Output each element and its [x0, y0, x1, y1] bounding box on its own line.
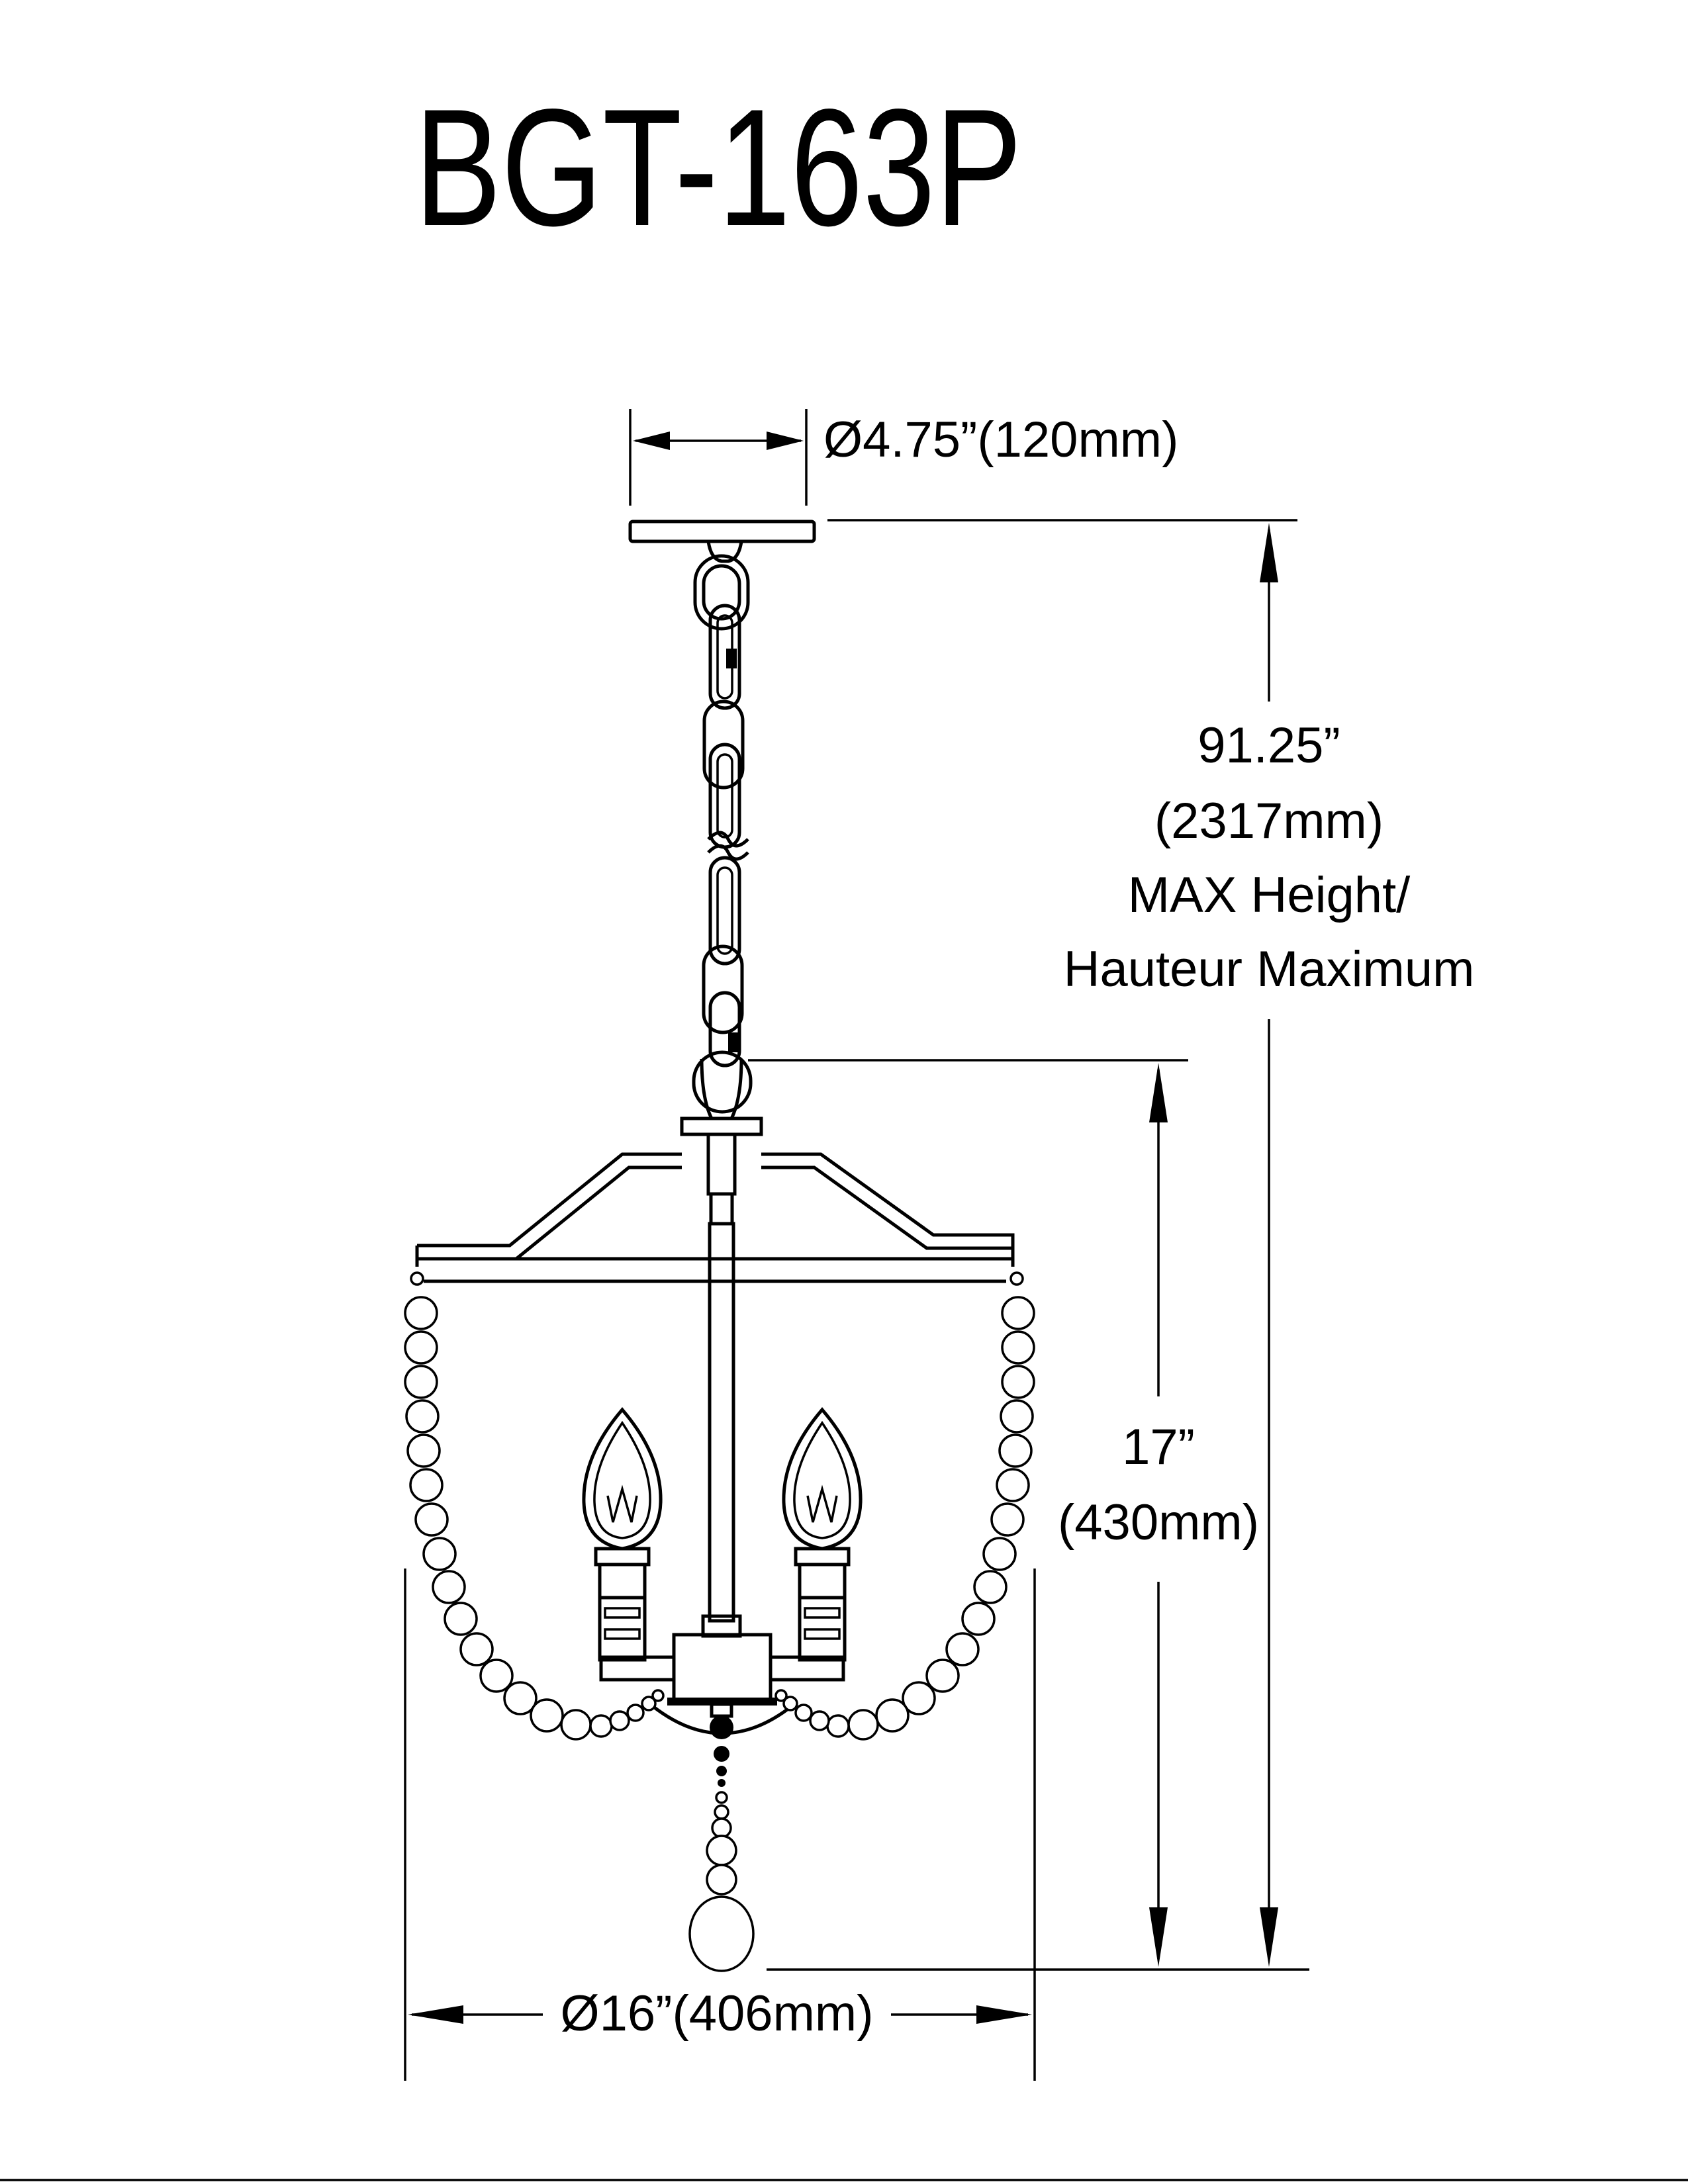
fixture-diameter-dimension: Ø16”(406mm) — [404, 1569, 1036, 2081]
arrow-head-icon — [1260, 523, 1278, 582]
max-height-label-fr: Hauteur Maximum — [1064, 941, 1475, 997]
center-body — [672, 1633, 773, 1703]
left-candle-bulb — [582, 1407, 663, 1662]
fixture-diameter-label: Ø16”(406mm) — [561, 1985, 874, 2042]
fixture-height-mm: (430mm) — [1058, 1494, 1259, 1551]
canopy-diameter-label: Ø4.75”(120mm) — [823, 412, 1178, 468]
arrow-head-icon — [1149, 1063, 1168, 1122]
canopy-diameter-dimension: Ø4.75”(120mm) — [629, 409, 1178, 506]
arrow-head-icon — [633, 432, 670, 450]
fixture-height-dimension: 17” (430mm) — [748, 1059, 1259, 1967]
top-plate — [680, 1116, 763, 1136]
arrow-head-icon — [767, 432, 804, 450]
left-bead-garland — [404, 1296, 665, 1741]
center-drop-pendant — [688, 1715, 755, 1972]
right-candle-bulb — [782, 1407, 863, 1662]
center-stem — [706, 1132, 737, 1196]
top-hook — [700, 1058, 743, 1120]
arrow-head-icon — [1149, 1907, 1168, 1967]
max-height-label-en: MAX Height/ — [1128, 867, 1411, 923]
frame-top — [417, 1152, 1015, 1248]
max-height-dimension: 91.25” (2317mm) MAX Height/ Hauteur Maxi… — [767, 519, 1475, 1971]
model-title: BGT-163P — [414, 73, 1022, 260]
fixture-height-inches: 17” — [1122, 1419, 1195, 1475]
max-height-inches: 91.25” — [1197, 717, 1340, 774]
canopy-loop — [706, 541, 743, 563]
arrow-head-icon — [408, 2005, 463, 2024]
arrow-head-icon — [1260, 1907, 1278, 1967]
chandelier-drawing — [404, 520, 1035, 1972]
arrow-head-icon — [976, 2005, 1032, 2024]
ceiling-canopy — [628, 520, 816, 543]
chain-upper — [693, 554, 750, 849]
right-bead-garland — [774, 1296, 1035, 1741]
chain-break-symbol — [707, 831, 749, 848]
max-height-mm: (2317mm) — [1154, 793, 1383, 849]
chain-lower — [692, 856, 753, 1114]
